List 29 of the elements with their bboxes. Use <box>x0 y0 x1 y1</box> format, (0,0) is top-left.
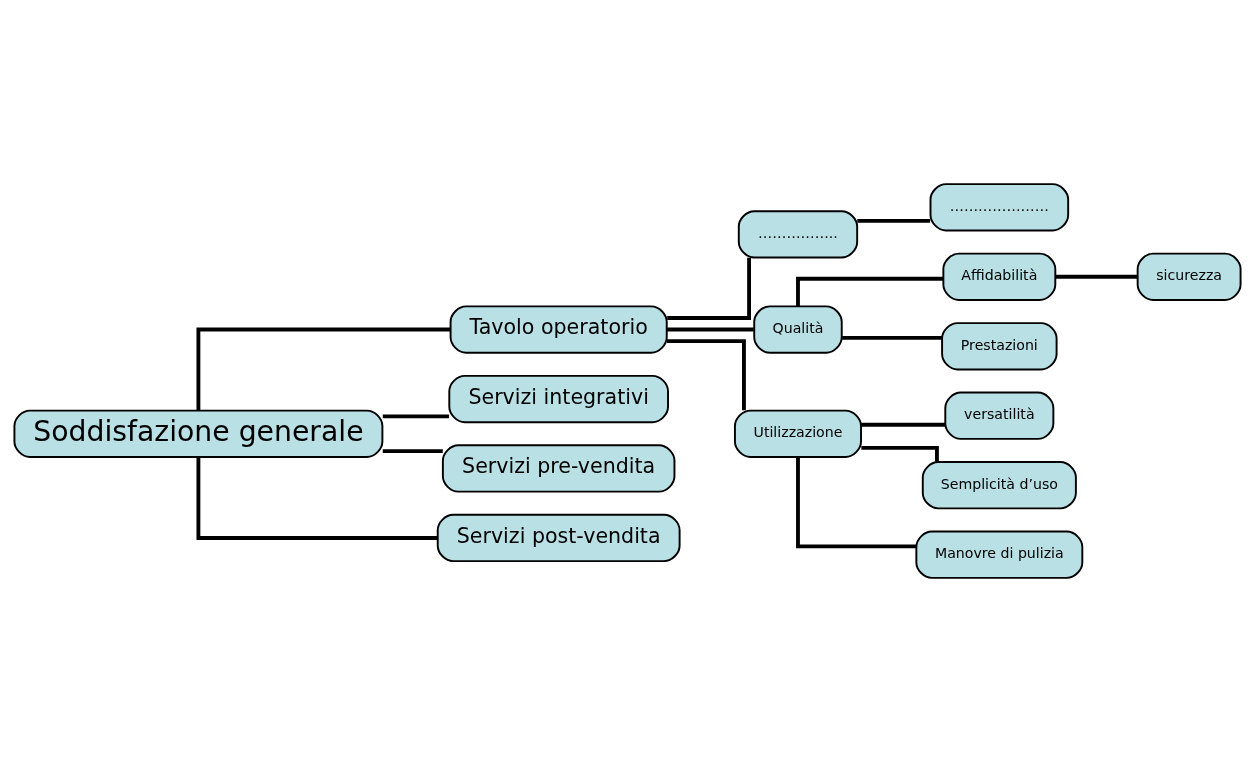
connector <box>666 327 754 332</box>
node-box: Servizi pre-vendita <box>441 444 676 493</box>
connector <box>861 422 946 427</box>
connector <box>1055 274 1138 279</box>
connector <box>196 327 451 411</box>
node-box: Utilizzazione <box>733 409 862 458</box>
connector <box>796 457 917 549</box>
node-box: versatilità <box>944 391 1055 440</box>
node-box: …………….. <box>737 210 859 259</box>
node-box: Manovre di pulizia <box>915 530 1084 579</box>
connector <box>842 335 942 340</box>
node-box: Semplicità d’uso <box>921 461 1077 510</box>
connector <box>857 218 931 223</box>
node-box: Qualità <box>753 305 843 354</box>
node-box: sicurezza <box>1136 252 1242 301</box>
node-box: Tavolo operatorio <box>449 305 668 354</box>
node-box: Prestazioni <box>941 322 1058 371</box>
connector <box>382 414 450 419</box>
connector <box>796 276 944 306</box>
node-box: ………………… <box>929 183 1070 232</box>
node-box: Affidabilità <box>942 252 1057 301</box>
connector <box>861 445 939 462</box>
node-box: Soddisfazione generale <box>13 409 384 458</box>
connector <box>382 449 443 454</box>
connector <box>667 257 751 320</box>
connector <box>666 339 746 411</box>
node-box: Servizi post-vendita <box>436 513 681 563</box>
node-box: Servizi integrativi <box>448 374 669 424</box>
connector <box>196 457 438 540</box>
